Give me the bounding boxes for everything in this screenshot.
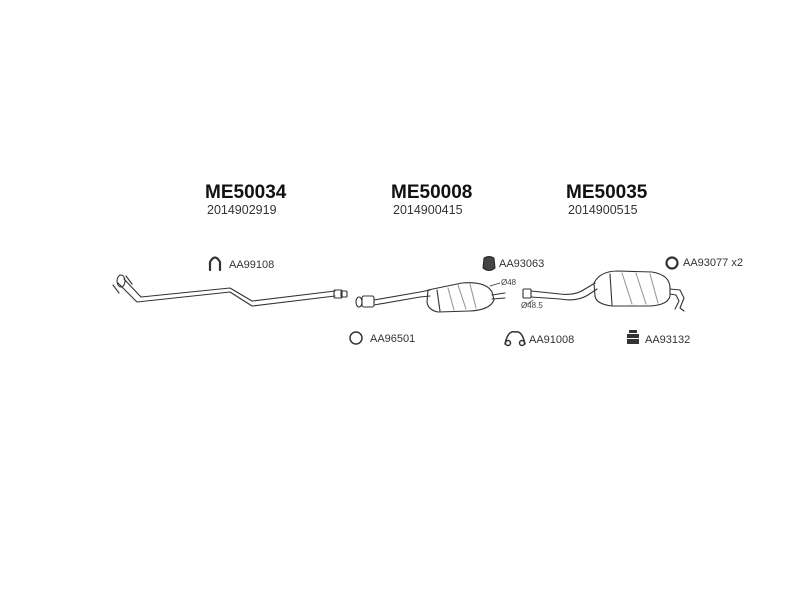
assembly-code-front-pipe: ME50034 xyxy=(205,182,287,203)
assembly-oem-centre-silencer: 2014900415 xyxy=(393,203,463,217)
part-label-o-ring: AA96501 xyxy=(370,333,416,345)
o-ring-icon xyxy=(349,331,363,345)
part-label-clamp: AA91008 xyxy=(529,334,575,346)
stacked-mount-icon xyxy=(627,330,639,344)
part-label-ring-gasket: AA93077 x2 xyxy=(683,257,743,269)
assembly-code-rear-silencer: ME50035 xyxy=(566,182,648,203)
part-label-stacked-mount: AA93132 xyxy=(645,334,691,346)
front-pipe xyxy=(112,274,348,307)
assembly-oem-front-pipe: 2014902919 xyxy=(207,203,277,217)
rear-silencer xyxy=(522,270,685,312)
clamp-icon xyxy=(504,331,526,347)
ring-gasket-icon xyxy=(665,256,679,270)
assembly-code-centre-silencer: ME50008 xyxy=(391,182,473,203)
dimension-label: Ø48.5 xyxy=(521,301,543,310)
centre-silencer xyxy=(355,282,506,313)
part-label-u-clamp: AA99108 xyxy=(229,259,275,271)
dimension-label: Ø48 xyxy=(501,278,517,287)
assembly-oem-rear-silencer: 2014900515 xyxy=(568,203,638,217)
u-clamp-icon xyxy=(208,256,222,272)
part-label-rubber-mount: AA93063 xyxy=(499,258,545,270)
rubber-mount-icon xyxy=(482,256,496,271)
